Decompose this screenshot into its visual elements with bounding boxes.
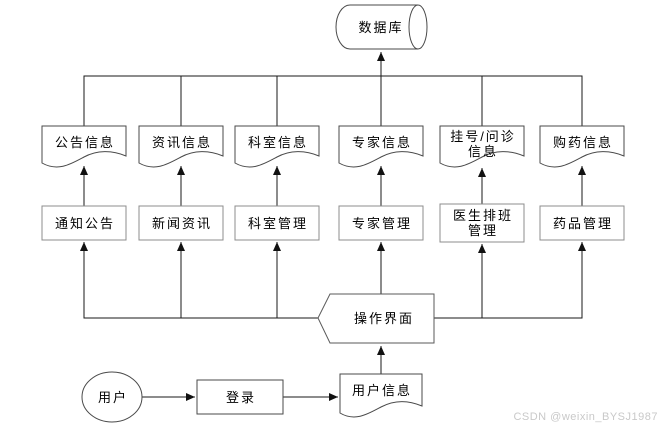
database-cylinder-shape [335, 4, 428, 50]
process-box-expert-manage [338, 205, 424, 241]
interface-label: 操作界面 [353, 311, 414, 326]
process-box-notice-manage [41, 205, 127, 241]
connector-interface-left-bus [80, 242, 319, 319]
connector-top-bus [83, 75, 583, 126]
csdn-watermark: CSDN @weixin_BYSJ1987 [513, 411, 658, 423]
display-shape-interface [317, 293, 435, 344]
document-shape-user-info [339, 373, 423, 418]
user-label: 用户 [97, 389, 128, 405]
document-shape-registration-info [439, 125, 525, 168]
process-box-department-manage [234, 205, 320, 241]
info-node-label: 挂号/问诊 信息 [450, 129, 516, 159]
document-shape-announce-info [41, 125, 127, 168]
database-label: 数据库 [358, 19, 404, 35]
manage-node-label: 专家管理 [351, 215, 412, 231]
info-node-label: 资讯信息 [151, 134, 212, 150]
info-node-label: 购药信息 [552, 134, 613, 150]
login-label: 登录 [225, 389, 256, 405]
document-shape-news-info [138, 125, 224, 168]
process-box-medicine-manage [539, 205, 625, 241]
document-shape-expert-info [338, 125, 424, 168]
manage-node-label: 药品管理 [552, 215, 613, 231]
info-node-label: 科室信息 [247, 134, 308, 150]
ellipse-shape-user [81, 371, 143, 423]
manage-node-label: 科室管理 [247, 215, 308, 231]
process-box-news-manage [138, 205, 224, 241]
manage-node-label: 通知公告 [54, 215, 115, 231]
manage-node-label: 医生排班 管理 [452, 208, 513, 238]
process-box-login [196, 379, 284, 415]
document-shape-department-info [234, 125, 320, 168]
connector-group [80, 52, 586, 401]
info-node-label: 公告信息 [54, 134, 115, 150]
process-box-schedule-manage [439, 203, 525, 243]
info-node-label: 专家信息 [351, 134, 412, 150]
document-shape-medicine-info [539, 125, 625, 168]
manage-node-label: 新闻资讯 [151, 215, 212, 231]
connector-interface-right-bus [434, 242, 586, 319]
user-info-label: 用户信息 [351, 382, 412, 398]
